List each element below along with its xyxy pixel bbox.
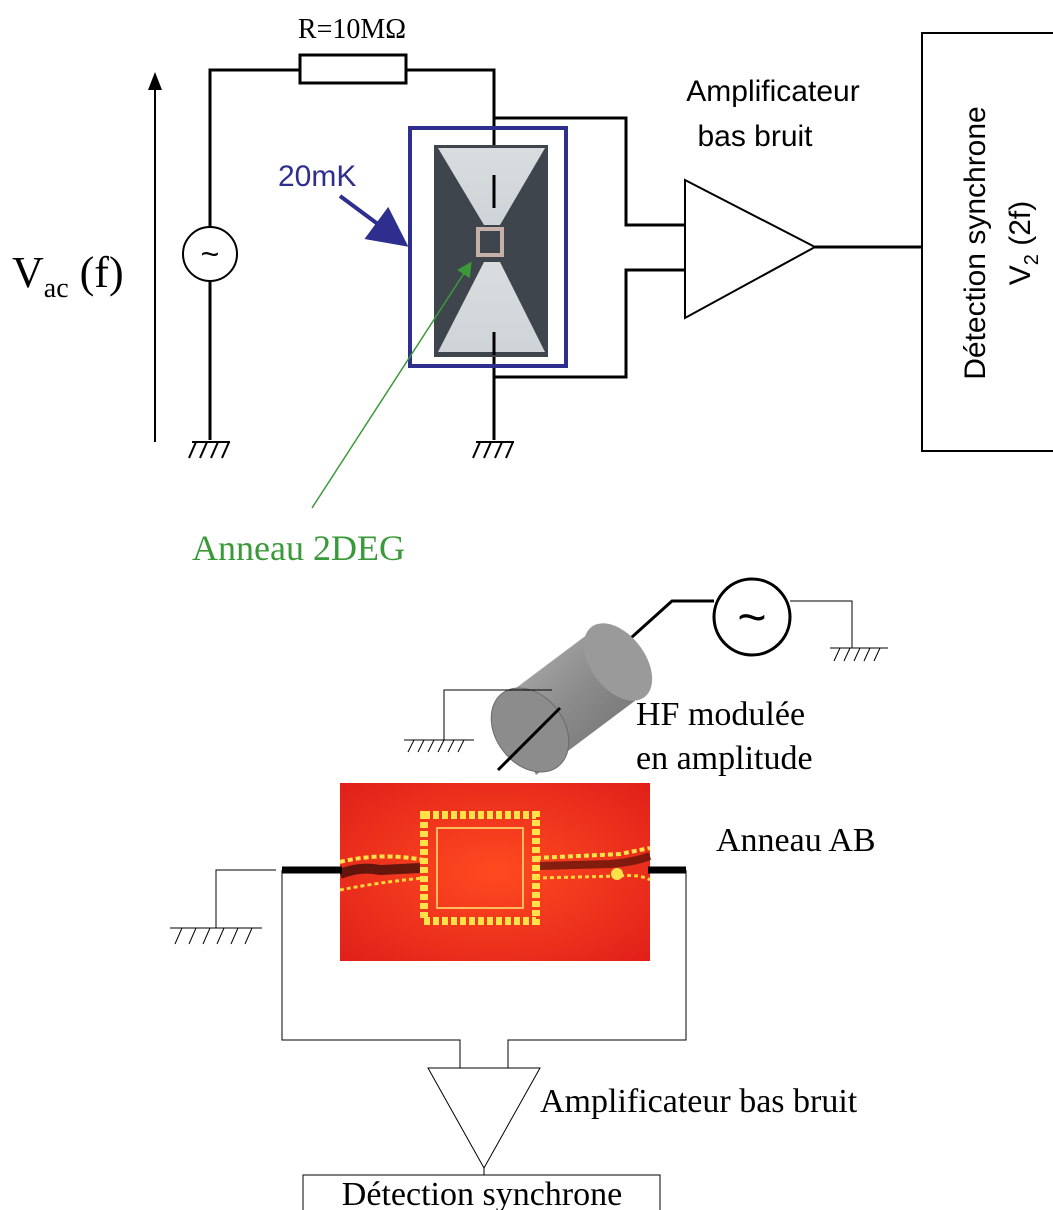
bottom-circuit: ~ HF [170, 577, 888, 1210]
voltage-arrow [148, 72, 162, 442]
ring-2deg-label: Anneau 2DEG [192, 528, 405, 568]
detector-box-bottom [302, 1174, 661, 1210]
ground-icon [472, 441, 514, 459]
ground-icon [404, 739, 474, 753]
hf-source-icon: ~ [712, 577, 792, 657]
ground-icon [188, 441, 230, 459]
amplifier-label-bottom: Amplificateur bas bruit [540, 1083, 858, 1120]
bottom-wires [215, 869, 687, 1068]
ab-ring-sample [338, 783, 652, 961]
ac-source-icon: ~ [182, 226, 238, 282]
ring-pointer-arrow [311, 261, 472, 509]
svg-text:~: ~ [737, 589, 766, 645]
temperature-label: 20mK [278, 160, 356, 193]
amplifier-triangle [684, 178, 818, 320]
detector-label-line1: Détection synchrone [959, 106, 992, 380]
amplifier-triangle-bottom [427, 1067, 541, 1170]
ground-icon [170, 927, 262, 945]
top-circuit: Vac (f) R=10MΩ ~ [12, 14, 1053, 568]
sample-micrograph [434, 145, 548, 357]
amplifier-label-line2: bas bruit [697, 120, 813, 153]
resistor-label: R=10MΩ [298, 14, 406, 45]
top-wires [208, 68, 922, 440]
resistor [298, 53, 408, 85]
lockin-detector: Détection synchrone V2 (2f) [921, 32, 1053, 452]
voltage-label: Vac (f) [12, 248, 124, 304]
hf-source-ground-wire [790, 600, 853, 648]
hf-label-line1: HF modulée [636, 696, 805, 733]
temperature-arrow [338, 194, 409, 247]
hf-feed-wire [620, 599, 714, 648]
antenna-ground-wire [443, 689, 552, 740]
amplifier-label-line1: Amplificateur [686, 75, 859, 108]
hf-antenna-cylinder [490, 623, 653, 775]
hf-label-line2: en amplitude [636, 740, 813, 777]
detector-label-line2: V2 (2f) [1004, 201, 1043, 285]
svg-text:~: ~ [201, 236, 220, 272]
ring-ab-label: Anneau AB [716, 822, 876, 859]
cryostat-box [408, 126, 568, 368]
detector-label-bottom: Détection synchrone [342, 1176, 622, 1210]
ground-icon [830, 647, 888, 662]
